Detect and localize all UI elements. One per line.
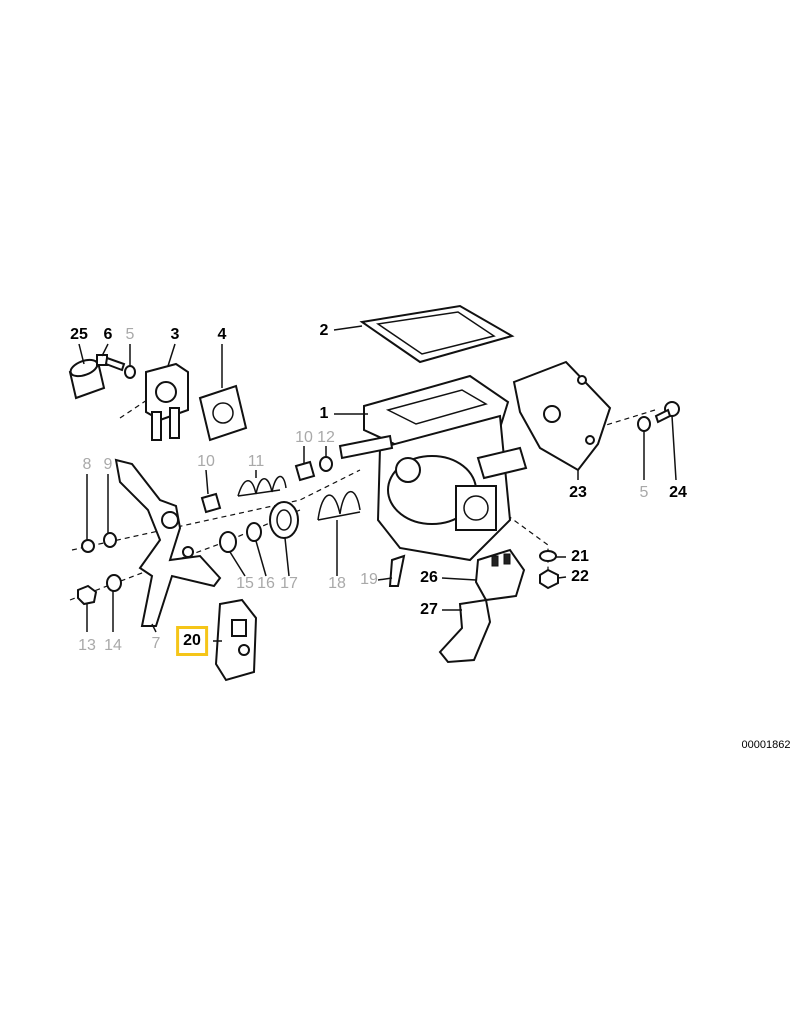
callout-20-selected[interactable]: 20 [176, 626, 208, 656]
bushing-part-10-upper [294, 460, 316, 482]
washer-part-15 [219, 531, 237, 553]
throttle-body-part-1 [338, 374, 528, 562]
lever-part-7 [114, 458, 222, 627]
drawing-number: 00001862 [741, 739, 791, 751]
leader-19 [377, 577, 393, 581]
leader-6 [101, 343, 109, 357]
callout-8[interactable]: 8 [82, 456, 92, 473]
callout-10[interactable]: 10 [295, 429, 313, 446]
clip-part-8 [81, 539, 95, 553]
bushing-part-17 [269, 501, 299, 539]
callout-1[interactable]: 1 [319, 405, 329, 422]
washer-part-5-lower [637, 416, 651, 432]
callout-12[interactable]: 12 [317, 429, 335, 446]
callout-14[interactable]: 14 [104, 637, 122, 654]
callout-23[interactable]: 23 [569, 484, 587, 501]
callout-27[interactable]: 27 [420, 601, 438, 618]
leader-3 [167, 343, 176, 367]
spring-part-18 [317, 491, 361, 521]
leader-17 [284, 537, 290, 577]
leader-10b [205, 469, 209, 495]
flange-part-3 [145, 362, 189, 441]
leader-7 [151, 623, 157, 633]
screw-part-19 [388, 554, 406, 587]
callout-17[interactable]: 17 [280, 575, 298, 592]
callout-3[interactable]: 3 [170, 326, 180, 343]
leader-24 [671, 415, 677, 481]
callout-5-lower[interactable]: 5 [639, 484, 649, 501]
nut-part-22 [539, 568, 559, 590]
throttle-switch-part-23 [512, 360, 612, 472]
leader-25 [78, 343, 85, 365]
callout-5[interactable]: 5 [125, 326, 135, 343]
nut-part-13 [77, 584, 98, 606]
washer-part-14 [106, 574, 122, 592]
leader-26 [441, 577, 477, 581]
leader-15 [229, 551, 246, 577]
leader-2 [333, 325, 363, 331]
callout-10-lower[interactable]: 10 [197, 453, 215, 470]
washer-part-5-upper [124, 365, 136, 379]
washer-part-21 [539, 550, 557, 562]
callout-6[interactable]: 6 [103, 326, 113, 343]
bracket-part-20 [214, 598, 258, 682]
callout-11[interactable]: 11 [247, 453, 265, 470]
callout-13[interactable]: 13 [78, 637, 96, 654]
callout-25[interactable]: 25 [70, 326, 88, 343]
gasket-part-2 [359, 304, 515, 364]
callout-21[interactable]: 21 [571, 548, 589, 565]
bolt-part-6 [96, 354, 126, 372]
callout-26[interactable]: 26 [420, 569, 438, 586]
callout-24[interactable]: 24 [669, 484, 687, 501]
callout-16[interactable]: 16 [257, 575, 275, 592]
connector-part-26 [474, 548, 526, 602]
callout-2[interactable]: 2 [319, 322, 329, 339]
washer-part-9 [103, 532, 117, 548]
sleeve-part-25 [68, 358, 106, 400]
bushing-part-10-lower [200, 492, 222, 514]
gasket-part-4 [198, 384, 248, 442]
spring-part-11 [237, 475, 287, 497]
callout-22[interactable]: 22 [571, 568, 589, 585]
callout-18[interactable]: 18 [328, 575, 346, 592]
callout-9[interactable]: 9 [103, 456, 113, 473]
assembly-axis-nut [499, 509, 549, 580]
washer-part-12 [319, 456, 333, 472]
assembly-axis-lower [69, 509, 301, 601]
screw-part-24 [654, 401, 680, 424]
callout-19[interactable]: 19 [360, 571, 378, 588]
callout-4[interactable]: 4 [217, 326, 227, 343]
callout-7[interactable]: 7 [151, 635, 161, 652]
leader-16 [255, 540, 267, 577]
boot-part-27 [438, 598, 492, 664]
callout-15[interactable]: 15 [236, 575, 254, 592]
washer-part-16 [246, 522, 262, 542]
leader-22 [557, 576, 567, 579]
